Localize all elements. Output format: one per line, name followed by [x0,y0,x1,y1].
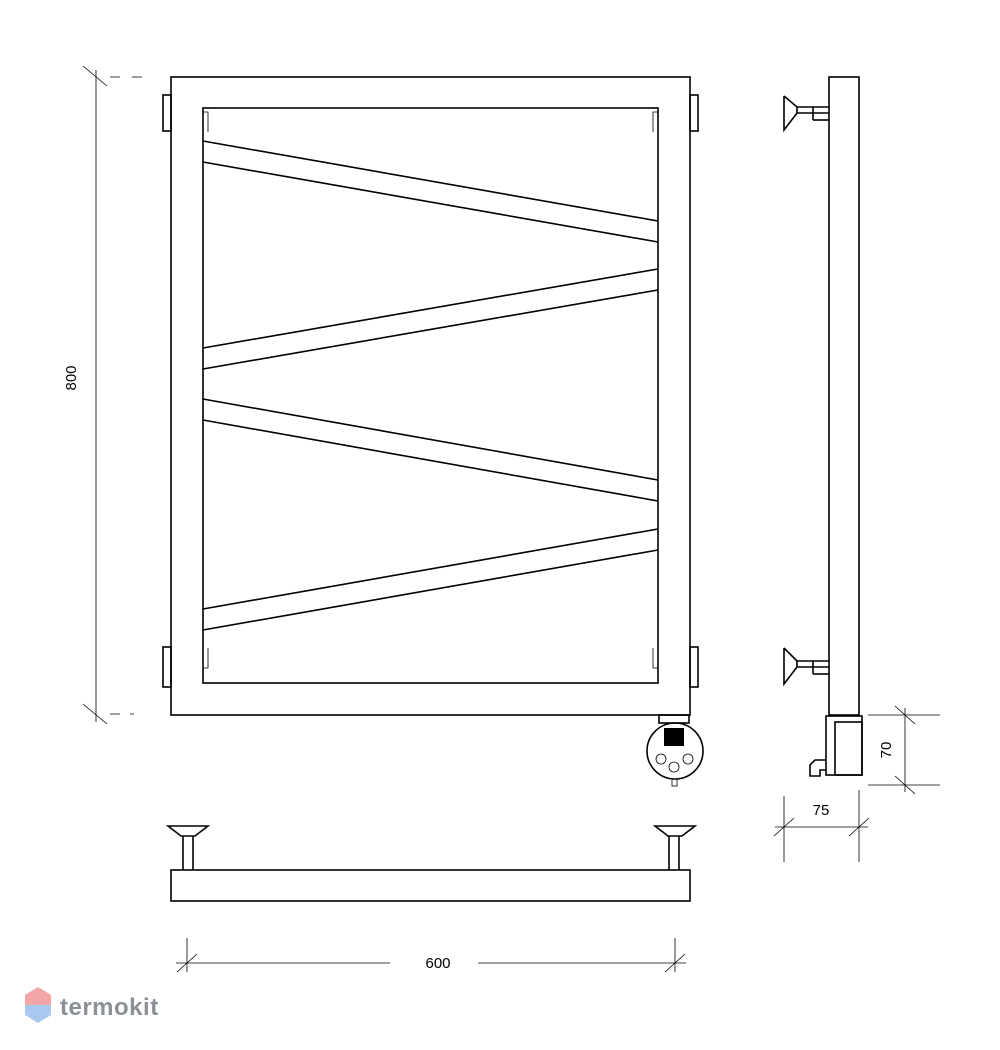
front-outer-frame [170,76,691,716]
top-wall-mount-right [652,825,698,870]
brand-name: termokit [60,993,159,1021]
dimension-depth: 75 [773,790,870,862]
top-wall-mount-left [165,825,211,870]
front-view: 800 [63,65,704,787]
hexagon-logo-icon [24,986,52,1029]
thermostat-button-right [682,753,694,765]
side-profile [828,76,860,716]
thermostat-cable [671,778,678,787]
diagonal-bar-2 [202,268,659,370]
thermostat-button-center [668,761,680,773]
diagonal-bar-1 [202,140,659,243]
side-wall-mount-bottom [783,647,829,687]
front-mount-bottom-right [652,646,699,688]
dimension-depth-label: 75 [813,802,830,819]
top-profile [170,869,691,902]
front-mount-bottom-left [162,646,209,688]
dimension-height: 800 [63,65,148,725]
thermostat-controller [646,722,704,787]
dimension-width-label: 600 [425,955,450,972]
diagonal-bar-3 [202,398,659,502]
dimension-bracket-height-label: 70 [878,742,895,759]
heater-connector [658,714,690,724]
front-mount-top-left [162,94,209,132]
side-heater-housing [809,715,863,777]
side-view: 70 75 [773,76,940,862]
thermostat-button-left [655,753,667,765]
brand-logo[interactable]: termokit [24,986,159,1029]
side-wall-mount-top [783,95,829,133]
diagonal-bar-4 [202,528,659,631]
dimension-height-label: 800 [63,365,80,390]
thermostat-display [664,728,684,746]
dimension-width: 600 [176,938,686,973]
top-view: 600 [165,825,698,973]
dimension-bracket-height: 70 [868,705,940,795]
front-inner-frame [202,107,659,684]
front-mount-top-right [652,94,699,132]
